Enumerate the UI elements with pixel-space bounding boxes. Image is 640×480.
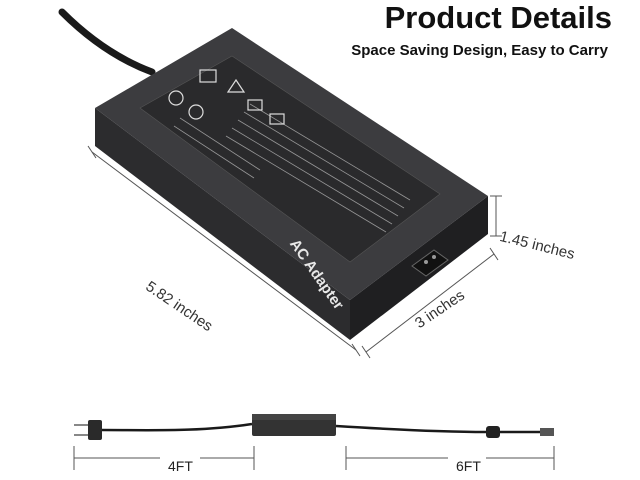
dc-cord-length: 6FT bbox=[456, 458, 481, 474]
certification-marks bbox=[168, 69, 285, 125]
ac-socket-icon bbox=[411, 249, 449, 277]
dc-tip-icon bbox=[540, 428, 554, 436]
page-title: Product Details bbox=[384, 0, 612, 35]
spec-label-area bbox=[139, 55, 441, 263]
dimension-lines bbox=[87, 145, 502, 359]
page-subtitle: Space Saving Design, Easy to Carry bbox=[351, 42, 608, 59]
ferrite-core bbox=[486, 426, 500, 438]
spec-text-lines bbox=[173, 103, 411, 233]
ac-plug-icon bbox=[88, 420, 102, 440]
cable-diagram bbox=[73, 414, 555, 470]
ac-cord bbox=[101, 422, 253, 432]
ac-cord-length: 4FT bbox=[168, 458, 193, 474]
adapter-side bbox=[95, 108, 350, 340]
dc-cord bbox=[335, 424, 487, 434]
dc-cable-top bbox=[58, 8, 156, 76]
